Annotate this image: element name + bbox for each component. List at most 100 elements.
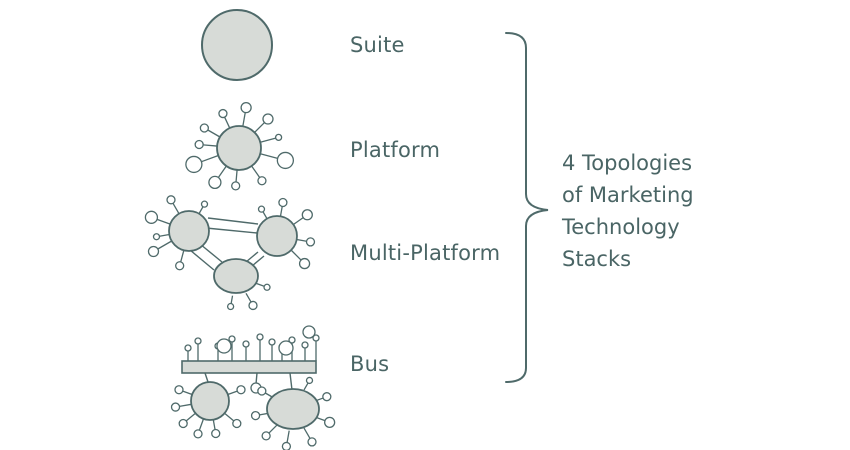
leaf-node (257, 176, 267, 186)
leaf-node (278, 340, 294, 356)
bus-diagram (170, 325, 336, 450)
connector-line (185, 412, 196, 422)
leaf-node (305, 237, 316, 247)
connector-line (254, 122, 265, 133)
platform-diagram (185, 101, 295, 191)
connector-line (159, 233, 170, 237)
leaf-node (216, 338, 232, 354)
leaf-node (248, 300, 258, 311)
leaf-node (257, 205, 266, 213)
connector-line (290, 249, 302, 261)
label-platform: Platform (350, 138, 441, 162)
leaf-node (147, 245, 160, 258)
leaf-node (261, 431, 271, 441)
bus-bar (181, 360, 317, 374)
leaf-node (178, 418, 188, 429)
caption-line: Technology (562, 215, 680, 239)
leaf-node (307, 437, 317, 447)
leaf-node (208, 175, 222, 190)
hub-node (266, 388, 320, 430)
connector-line (260, 153, 278, 159)
caption-line: of Marketing (562, 183, 694, 207)
leaf-node (262, 113, 274, 125)
connector-line (260, 137, 276, 143)
hub-node (213, 258, 259, 294)
connector-line (303, 427, 311, 439)
leaf-node (226, 302, 235, 311)
leaf-node (302, 325, 316, 339)
connector-line (230, 295, 234, 304)
connector-line (224, 116, 231, 129)
leaf-node (174, 385, 184, 395)
leaf-node (312, 334, 320, 342)
leaf-node (152, 233, 161, 241)
leaf-node (231, 181, 241, 191)
leaf-node (193, 429, 203, 439)
leaf-node (274, 133, 283, 142)
leaf-node (144, 210, 159, 224)
leaf-node (175, 261, 185, 271)
caption-line: 4 Topologies (562, 151, 693, 175)
leaf-node (323, 416, 336, 428)
connector-line (203, 144, 218, 147)
leaf-node (288, 336, 296, 344)
hub-node (190, 381, 230, 421)
leaf-node (185, 155, 203, 174)
leaf-node (194, 139, 204, 150)
leaf-node (228, 335, 236, 343)
link-line (204, 372, 209, 383)
leaf-node (276, 151, 295, 170)
connector-line (198, 206, 204, 215)
multi-platform-diagram (144, 195, 316, 311)
connector-line (227, 390, 238, 396)
connector-line (251, 165, 261, 178)
link-line (289, 372, 293, 391)
leaf-node (200, 200, 209, 208)
suite-diagram (201, 9, 273, 81)
connector-line (242, 112, 246, 127)
link-line (255, 372, 258, 385)
label-suite: Suite (350, 33, 405, 57)
hub-node (256, 215, 298, 257)
connector-line (217, 165, 227, 178)
connector-line (182, 390, 193, 396)
link-line (207, 217, 259, 225)
leaf-node (232, 418, 242, 429)
connector-line (172, 202, 180, 215)
connector-line (303, 382, 309, 391)
leaf-node (281, 441, 292, 450)
hub-node (201, 9, 273, 81)
connector-line (207, 129, 221, 138)
connector-line (201, 154, 219, 163)
connector-line (293, 217, 304, 226)
leaf-node (257, 386, 267, 396)
leaf-node (211, 428, 221, 439)
leaf-node (194, 337, 202, 345)
leaf-node (263, 283, 271, 291)
connector-line (157, 240, 173, 250)
leaf-node (301, 209, 313, 221)
connector-line (268, 424, 278, 434)
caption: 4 Topologies of Marketing Technology Sta… (562, 147, 694, 275)
connector-line (198, 418, 205, 431)
connector-line (296, 238, 307, 242)
leaf-node (166, 195, 176, 205)
connector-line (286, 430, 290, 443)
connector-line (156, 218, 171, 225)
connector-line (212, 419, 216, 430)
leaf-node (256, 333, 264, 341)
leaf-node (240, 101, 252, 114)
leaf-node (242, 340, 250, 348)
leaf-node (298, 257, 311, 270)
leaf-node (199, 123, 210, 133)
connector-line (279, 206, 283, 217)
connector-line (224, 412, 235, 422)
leaf-node (305, 376, 314, 385)
connector-line (180, 250, 185, 263)
label-bus: Bus (350, 352, 390, 376)
leaf-node (322, 392, 332, 402)
caption-line: Stacks (562, 247, 632, 271)
connector-line (262, 211, 268, 220)
leaf-node (170, 402, 181, 412)
